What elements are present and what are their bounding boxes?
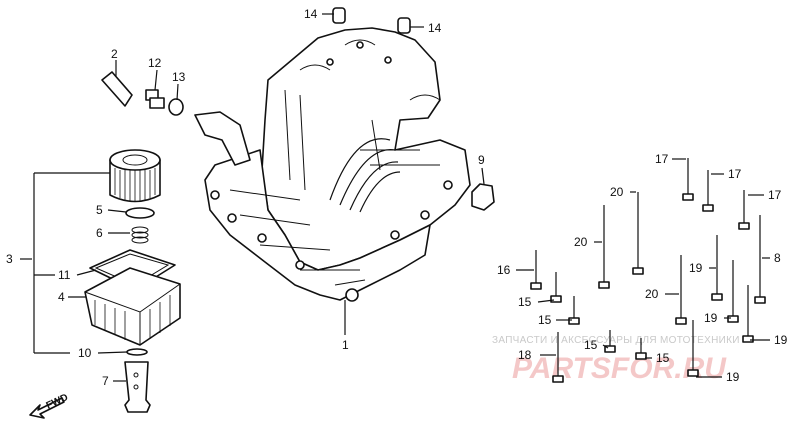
callout-19-d: 19 xyxy=(726,370,740,384)
callout-labels: 14 14 2 12 13 5 6 3 11 4 10 7 1 9 17 17 … xyxy=(6,7,788,388)
callout-10: 10 xyxy=(78,346,92,360)
callout-6: 6 xyxy=(96,226,103,240)
callout-2: 2 xyxy=(111,47,118,61)
spring-part xyxy=(131,226,149,244)
callout-13: 13 xyxy=(172,70,186,84)
callout-20-c: 20 xyxy=(645,287,659,301)
callout-5: 5 xyxy=(96,203,103,217)
callout-15-b: 15 xyxy=(538,313,552,327)
bolt-group xyxy=(530,158,766,383)
washer-part xyxy=(168,98,184,116)
strainer-o-ring-part xyxy=(126,348,148,356)
callout-12: 12 xyxy=(148,56,162,70)
callout-4: 4 xyxy=(58,290,65,304)
callout-19-b: 19 xyxy=(704,311,718,325)
callout-11: 11 xyxy=(58,268,71,282)
callout-20-b: 20 xyxy=(574,235,588,249)
crankcase-illustration xyxy=(194,27,471,302)
drain-plug-part xyxy=(101,71,133,107)
callout-17-b: 17 xyxy=(728,167,742,181)
fwd-label: FWD xyxy=(45,392,70,412)
fwd-arrow xyxy=(29,397,65,419)
cap-nut-part xyxy=(471,183,495,211)
callout-7: 7 xyxy=(102,374,109,388)
callout-15-a: 15 xyxy=(518,295,532,309)
oil-filter-element xyxy=(109,149,161,203)
watermark-caption: ЗАПЧАСТИ И АКСЕССУАРЫ ДЛЯ МОТОТЕХНИКИ xyxy=(492,335,740,346)
callout-9: 9 xyxy=(478,153,485,167)
callout-15-c: 15 xyxy=(584,338,598,352)
callout-3: 3 xyxy=(6,252,13,266)
callout-14-left: 14 xyxy=(304,7,318,21)
dowel-pins xyxy=(332,7,411,34)
callout-17-a: 17 xyxy=(655,152,669,166)
o-ring-part xyxy=(125,207,155,219)
callout-1: 1 xyxy=(342,338,349,352)
leader-lines xyxy=(20,13,770,382)
strainer-part xyxy=(124,361,151,413)
callout-17-c: 17 xyxy=(768,188,782,202)
callout-8: 8 xyxy=(774,251,781,265)
watermark-brand: PARTSFOR.RU xyxy=(512,352,727,385)
callout-15-d: 15 xyxy=(656,351,670,365)
callout-14-right: 14 xyxy=(428,21,442,35)
callout-16: 16 xyxy=(497,263,511,277)
callout-19-a: 19 xyxy=(689,261,703,275)
oil-bolt-part xyxy=(145,89,165,109)
callout-20-a: 20 xyxy=(610,185,624,199)
cover-part xyxy=(84,267,181,346)
callout-19-c: 19 xyxy=(774,333,788,347)
callout-18: 18 xyxy=(518,348,532,362)
